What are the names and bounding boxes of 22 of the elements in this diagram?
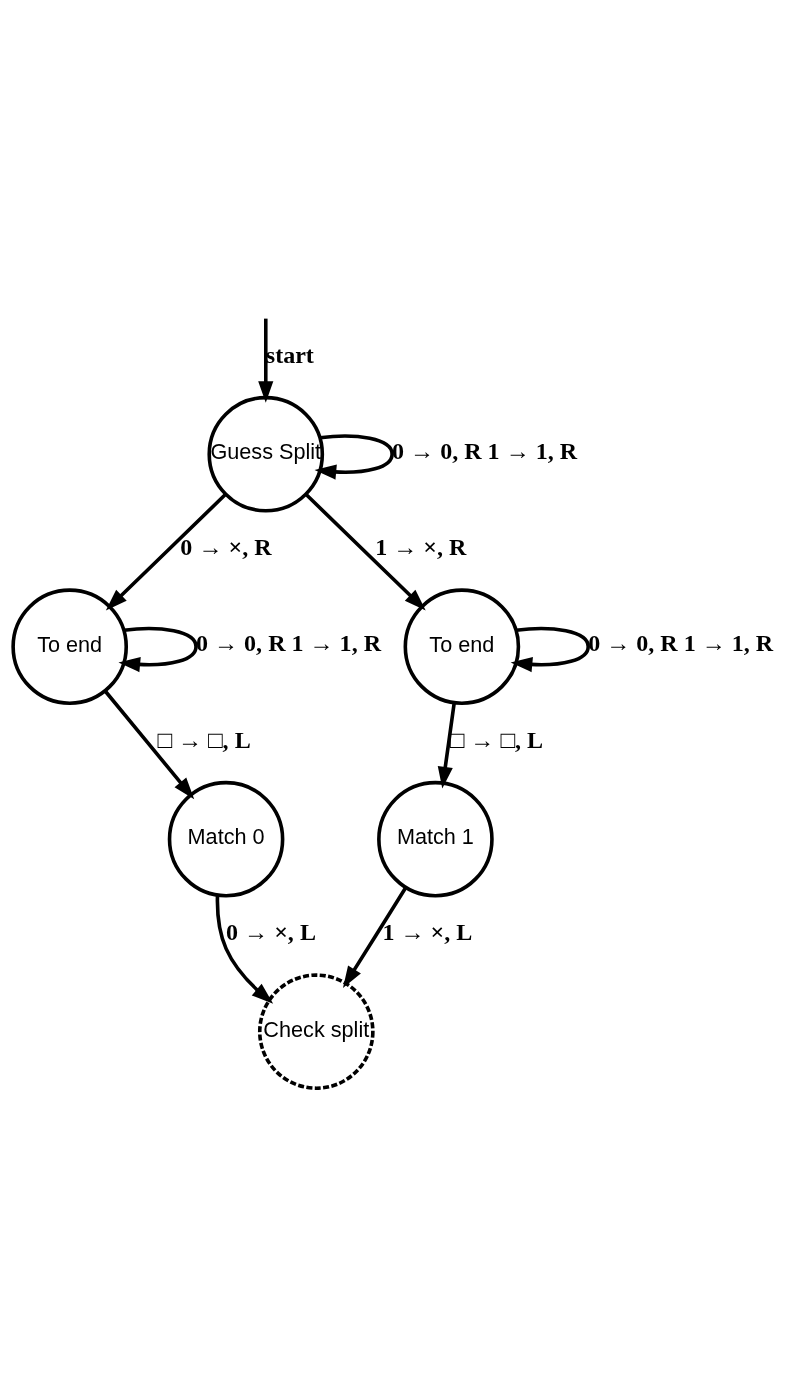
edge-label: 1 → ×, R [375,533,467,560]
arrow [437,702,456,788]
arrow [342,886,408,988]
node-circle: Check split [257,972,375,1090]
arrow [215,895,274,1004]
edge-label: 0 → ×, L [226,918,316,945]
arrow [314,433,394,480]
edge-label: 0 → ×, R [180,533,272,560]
edge-label: 0 → 0, R 1 → 1, R [392,437,578,464]
arrow [103,689,195,799]
arrow [304,492,426,610]
edge-label: 1 → ×, L [382,918,473,945]
edge-label: 0 → 0, R 1 → 1, R [588,629,774,656]
arrow [105,492,227,610]
node-circle: Guess Split [207,395,325,513]
arrow [118,626,198,672]
node-circle: Match 0 [167,780,285,897]
node-circle: Match 1 [377,780,494,897]
arrow [510,626,590,672]
edge-label: □ → □, L [157,726,251,753]
edge-label: 0 → 0, R 1 → 1, R [196,629,382,656]
arrow [258,318,274,403]
